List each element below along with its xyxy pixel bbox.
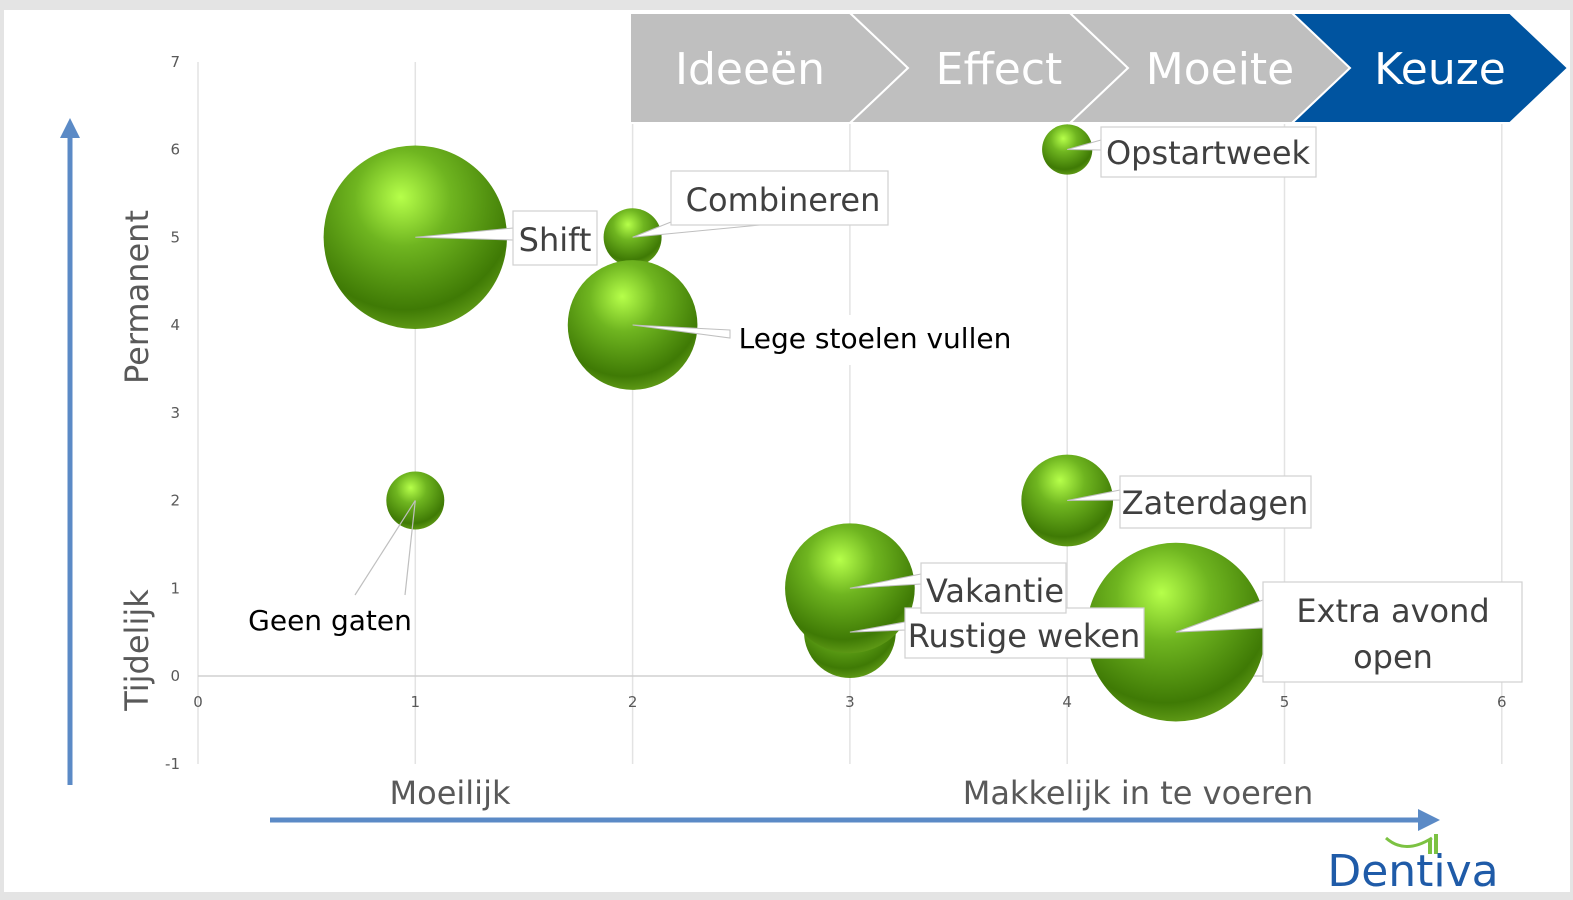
data-label-box xyxy=(904,607,1145,659)
x-tick-label: 2 xyxy=(628,693,638,711)
y-tick-label: 0 xyxy=(170,667,180,685)
data-label: Combineren xyxy=(686,181,881,219)
x-tick-label: 1 xyxy=(411,693,421,711)
data-label-box xyxy=(670,170,889,226)
data-label-box xyxy=(1100,126,1317,178)
data-label-box xyxy=(920,562,1067,614)
data-label-box xyxy=(1262,581,1523,683)
data-label: open xyxy=(1353,638,1433,676)
arrow-head-icon xyxy=(60,118,80,138)
data-label-box xyxy=(740,315,1010,365)
data-label-box xyxy=(1119,475,1312,529)
x-tick-label: 3 xyxy=(845,693,855,711)
logo-bar-icon xyxy=(1434,834,1438,854)
data-label: Geen gaten xyxy=(248,604,412,637)
x-tick-label: 6 xyxy=(1497,693,1507,711)
data-label: Zaterdagen xyxy=(1122,484,1309,522)
data-label: Extra avond xyxy=(1296,592,1489,630)
data-label: Lege stoelen vullen xyxy=(739,322,1012,355)
logo-bar-icon xyxy=(1428,840,1432,854)
y-axis-title-high: Permanent xyxy=(118,210,156,384)
y-tick-label: 4 xyxy=(170,316,180,334)
arrow-head-icon xyxy=(1418,809,1440,831)
process-step-4[interactable] xyxy=(1289,12,1570,124)
y-tick-label: 5 xyxy=(170,228,180,246)
y-tick-label: 2 xyxy=(170,492,180,510)
process-step-label[interactable]: Effect xyxy=(936,44,1063,95)
y-tick-label: -1 xyxy=(165,755,180,773)
y-tick-label: 7 xyxy=(170,53,180,71)
data-label: Opstartweek xyxy=(1106,134,1311,172)
leader-line xyxy=(354,500,416,596)
data-label: Rustige weken xyxy=(908,617,1141,655)
process-step-label[interactable]: Keuze xyxy=(1374,44,1506,95)
logo-swoosh-icon xyxy=(1385,836,1433,848)
dentiva-logo: Dentiva xyxy=(1327,834,1499,897)
x-tick-label: 4 xyxy=(1062,693,1072,711)
y-tick-label: 6 xyxy=(170,141,180,159)
data-label-box xyxy=(512,210,598,266)
x-tick-label: 5 xyxy=(1280,693,1290,711)
leader-line xyxy=(404,500,416,596)
y-tick-label: 3 xyxy=(170,404,180,422)
data-label: Vakantie xyxy=(926,572,1064,610)
process-step-label[interactable]: Ideeën xyxy=(675,44,825,95)
data-label: Shift xyxy=(519,221,592,259)
y-tick-label: 1 xyxy=(170,579,180,597)
logo-text: Dentiva xyxy=(1327,846,1498,897)
leader-line xyxy=(632,324,731,339)
x-axis-title-low: Moeilijk xyxy=(390,774,511,812)
x-axis-title-high: Makkelijk in te voeren xyxy=(963,774,1314,812)
process-step-label[interactable]: Moeite xyxy=(1146,44,1295,95)
x-tick-label: 0 xyxy=(193,693,203,711)
y-axis-title-low: Tijdelijk xyxy=(118,589,156,712)
